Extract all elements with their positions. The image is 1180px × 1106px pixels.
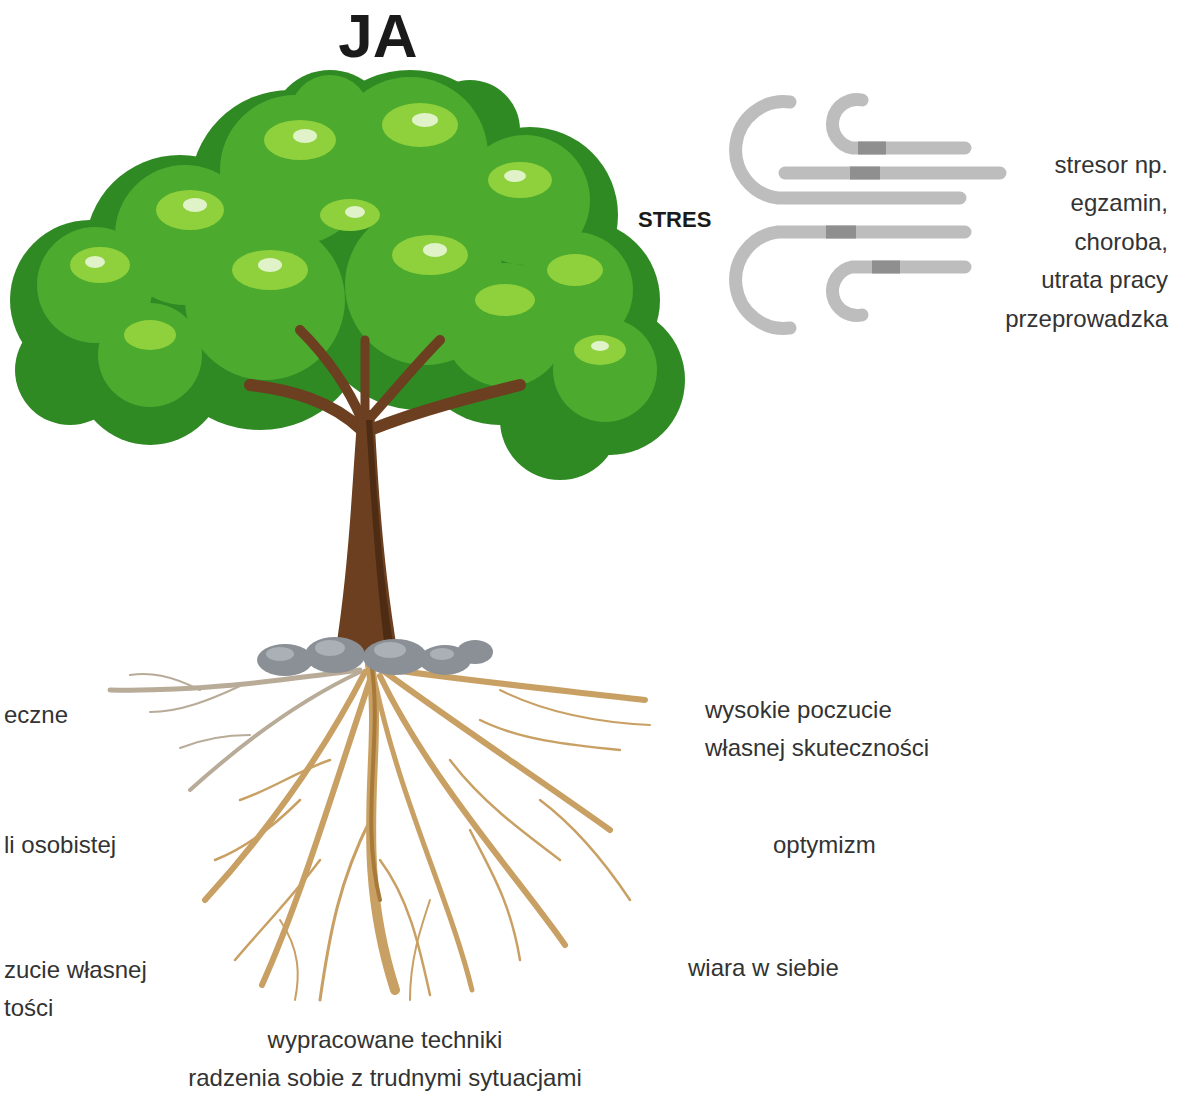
resource-label: eczne	[4, 696, 68, 734]
resource-label: zucie własnej tości	[4, 951, 147, 1028]
resource-label: optymizm	[773, 826, 876, 864]
resource-label: li osobistej	[4, 826, 116, 864]
resource-label: wysokie poczucie własnej skuteczności	[705, 691, 929, 768]
wind-symbol	[736, 99, 1000, 328]
stressor-list: stresor np. egzamin, choroba, utrata pra…	[1005, 146, 1168, 338]
resource-label: wiara w siebie	[688, 949, 839, 987]
resource-label: wypracowane techniki radzenia sobie z tr…	[188, 1021, 582, 1098]
diagram-title: JA	[338, 2, 417, 70]
stress-label: STRES	[638, 202, 711, 237]
